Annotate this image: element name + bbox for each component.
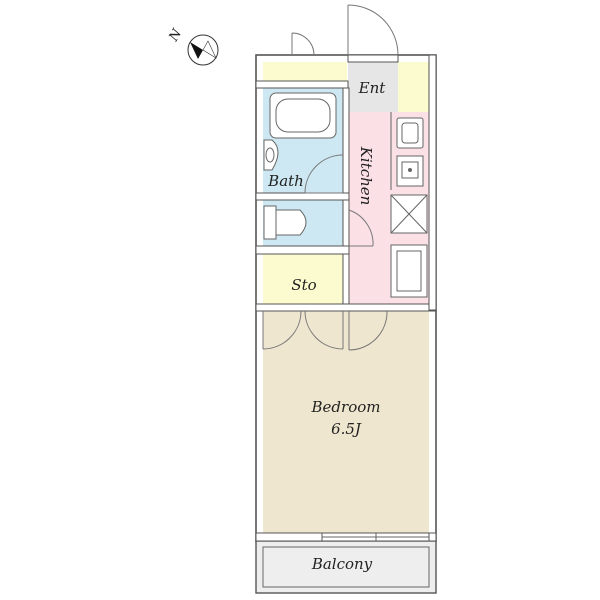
sink-icon	[396, 117, 424, 149]
entrance-floor	[348, 62, 398, 112]
toilet-icon	[263, 205, 307, 240]
bathtub-icon	[269, 92, 337, 139]
bedroom-door	[348, 310, 388, 351]
washer-space-icon	[390, 194, 428, 234]
storage-room	[263, 254, 343, 310]
closet-door-top	[291, 32, 315, 56]
entrance-door	[347, 4, 399, 63]
compass-label: N	[166, 26, 185, 45]
north-arrow-icon: N	[166, 26, 219, 66]
bedroom-area	[263, 311, 429, 533]
bath-label: Bath	[267, 172, 304, 190]
bedroom-size-label: 6.5J	[331, 420, 362, 438]
kitchen-label: Kitchen	[357, 146, 375, 206]
storage-doors	[262, 310, 344, 350]
balcony-area	[256, 541, 436, 593]
stove-icon	[396, 155, 424, 187]
bath-door	[304, 154, 344, 194]
toilet-door	[348, 209, 374, 247]
entrance-shelf-mid	[320, 62, 347, 81]
bedroom-label: Bedroom	[311, 398, 381, 416]
washbasin-icon	[263, 139, 279, 171]
balcony-label: Balcony	[311, 555, 373, 573]
balcony-window	[321, 532, 430, 542]
refrigerator-icon	[390, 244, 428, 298]
entrance-shelf-left	[263, 62, 320, 81]
entrance-shoe-cabinet	[398, 62, 429, 112]
balcony-railing	[262, 546, 430, 588]
entrance-label: Ent	[358, 79, 387, 97]
storage-label: Sto	[291, 276, 316, 294]
